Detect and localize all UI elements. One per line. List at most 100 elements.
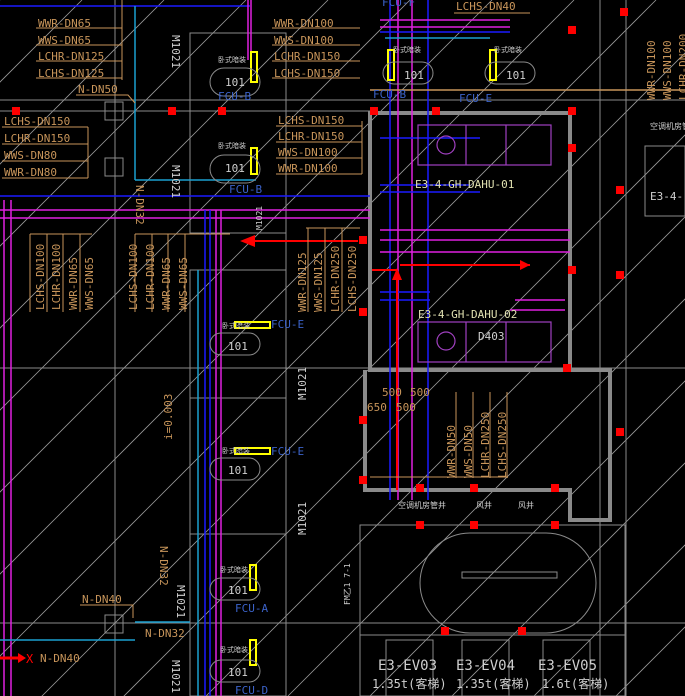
column-marker <box>359 236 367 244</box>
column-marker <box>470 521 478 529</box>
hatch-line <box>0 0 575 575</box>
pipe-label: LCHR-DN100 <box>144 244 157 310</box>
fcu-tag: 卧式暗装 <box>220 565 248 574</box>
fcu-tag: 卧式暗装 <box>220 645 248 654</box>
pipe-label: LCHS-DN150 <box>4 115 70 128</box>
structural-columns <box>12 8 628 635</box>
door-label: M1021 <box>296 502 309 535</box>
pipe-label: WWR-DN125 <box>296 252 309 312</box>
hatch-line <box>533 544 685 696</box>
hatch-line <box>205 216 685 696</box>
pipe-label: LCHR-DN100 <box>50 244 63 310</box>
pipe-label: LCHS-DN250 <box>346 246 359 312</box>
fcu-label: FCU-B <box>218 90 251 103</box>
ahu-units <box>417 124 552 363</box>
column-marker <box>359 416 367 424</box>
ahu-label: E3-4-GH-DAHU-02 <box>418 308 517 321</box>
elevator-code: E3-EV03 <box>378 658 437 674</box>
pipe-label: LCHR-DN250 <box>479 412 492 478</box>
pipe-label: LCHS-DN40 <box>456 0 516 13</box>
column-marker <box>616 186 624 194</box>
column-marker <box>359 476 367 484</box>
elevator-code: E3-EV05 <box>538 658 597 674</box>
pipe-label: WWR-DN100 <box>274 17 334 30</box>
room-title: 空调机房管井 <box>650 121 685 131</box>
room-number: D403 <box>478 330 505 343</box>
dimension: 650 <box>367 401 387 414</box>
hatch-line <box>0 0 247 247</box>
column-marker <box>620 8 628 16</box>
fcu-tag: 卧式暗装 <box>393 45 421 54</box>
pipe-label: WWS-DN100 <box>661 40 674 100</box>
column-marker <box>616 271 624 279</box>
pipe-label: WWR-DN65 <box>38 17 91 30</box>
column-marker <box>518 627 526 635</box>
pipe-label: WWR-DN65 <box>160 257 173 310</box>
ahu-label: E3-4-GH-DAHU-01 <box>415 178 514 191</box>
pipe-label: LCHS-DN100 <box>127 244 140 310</box>
column-marker <box>432 107 440 115</box>
hatch-line <box>369 380 685 696</box>
pipe-label: LCHR-DN150 <box>4 132 70 145</box>
pipe-label: N-DN40 <box>40 652 80 665</box>
door-label: M1021 <box>255 206 264 230</box>
room-number: 101 <box>228 340 248 353</box>
door-label: M1021 <box>169 660 182 693</box>
dimension: 500 <box>382 386 402 399</box>
column-marker <box>568 107 576 115</box>
pipe-label: WWR-DN65 <box>67 257 80 310</box>
room-number: 101 <box>506 69 526 82</box>
pipe-label: WWS-DN100 <box>278 146 338 159</box>
dimension: 500 <box>396 401 416 414</box>
room-number: 101 <box>228 464 248 477</box>
fcu-tag: 卧式暗装 <box>222 321 250 330</box>
elevator-spec: 1.35t(客梯) <box>372 676 447 691</box>
column-marker <box>168 107 176 115</box>
hatch-line <box>0 0 329 329</box>
pipe-label: LCHR-DN125 <box>38 50 104 63</box>
door-label: M1021 <box>174 585 187 618</box>
column-marker <box>12 107 20 115</box>
shaft-label: 空调机房管井 <box>398 500 446 510</box>
shaft-label: 风井 <box>518 500 534 510</box>
door-label: M1021 <box>169 35 182 68</box>
column-marker <box>416 484 424 492</box>
hatch-line <box>41 52 685 696</box>
column-marker <box>568 266 576 274</box>
hatch-line <box>615 626 685 696</box>
pipe-label: WWR-DN50 <box>445 425 458 478</box>
room-number: 101 <box>225 162 245 175</box>
pipe-label: WWS-DN50 <box>462 425 475 478</box>
pipe-label: LCHS-DN150 <box>274 67 340 80</box>
hatch-line <box>0 0 493 493</box>
fcu-label: FCU-B <box>229 183 262 196</box>
fcu-tag: 卧式暗装 <box>218 141 246 150</box>
column-marker <box>551 521 559 529</box>
fcu-label: FCU-D <box>235 684 268 696</box>
pipe-label: N-DN32 <box>145 627 185 640</box>
column-marker <box>568 26 576 34</box>
column-marker <box>218 107 226 115</box>
pipe-label: N-DN32 <box>157 546 170 586</box>
hatch-line <box>0 0 165 165</box>
door-label: M1021 <box>296 367 309 400</box>
room-number: 101 <box>228 584 248 597</box>
pipe-label: LCHS-DN100 <box>34 244 47 310</box>
column-marker <box>441 627 449 635</box>
pipe-label: LCHR-DN150 <box>278 130 344 143</box>
column-marker <box>470 484 478 492</box>
pipe-label: WWR-DN80 <box>4 166 57 179</box>
column-marker <box>370 107 378 115</box>
pipe-label: WWS-DN65 <box>38 34 91 47</box>
hatch-line <box>451 462 685 696</box>
slope-label: i=0.003 <box>162 394 175 440</box>
fcu-label: FCU-B <box>373 88 406 101</box>
column-marker <box>616 428 624 436</box>
pipe-label: WWS-DN125 <box>312 252 325 312</box>
column-marker <box>563 364 571 372</box>
elevator-spec: 1.6t(客梯) <box>542 676 609 691</box>
pipe-label: WWS-DN100 <box>274 34 334 47</box>
